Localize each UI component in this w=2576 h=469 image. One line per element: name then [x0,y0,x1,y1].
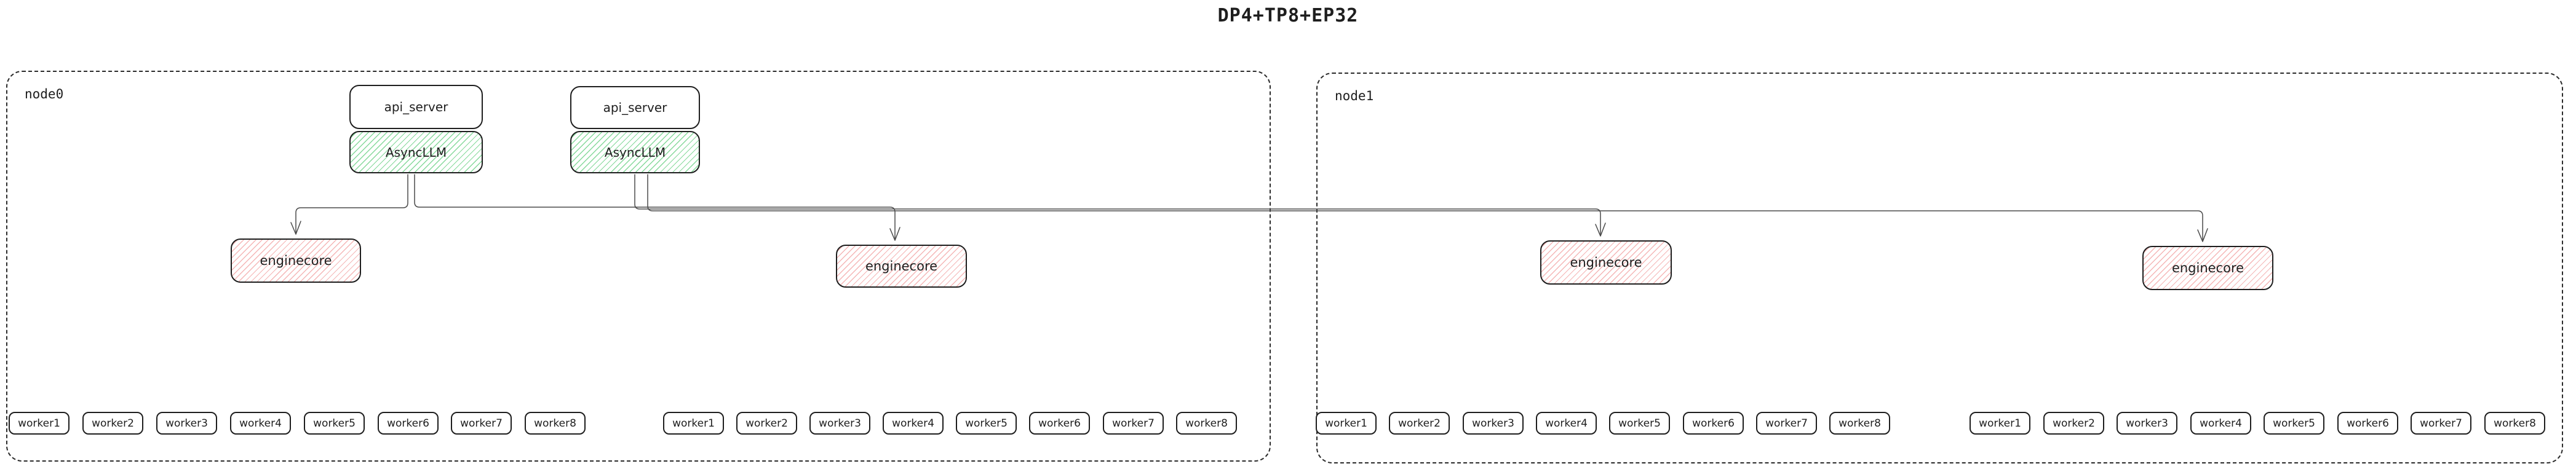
edge-llm1-ec1-arrowhead [290,221,301,235]
worker-box: worker5 [956,412,1017,435]
worker-box: worker1 [1316,412,1377,435]
asyncllm-box-1: AsyncLLM [349,131,483,173]
worker-box: worker6 [1029,412,1090,435]
worker-box: worker5 [304,412,365,435]
worker-box: worker6 [378,412,439,435]
worker-box: worker6 [2337,412,2398,435]
edge-llm1-ec2-arrowhead [889,227,900,241]
worker-box: worker3 [2117,412,2177,435]
edge-llm1-ec1 [295,174,408,234]
worker-box: worker5 [1609,412,1670,435]
worker-box: worker3 [809,412,870,435]
worker-box: worker7 [451,412,512,435]
node1-label: node1 [1335,89,1374,103]
worker-box: worker1 [9,412,70,435]
worker-box: worker4 [2190,412,2251,435]
worker-box: worker1 [1970,412,2030,435]
worker-box: worker2 [1389,412,1450,435]
worker-box: worker6 [1683,412,1744,435]
api-server-box-1: api_server [349,85,483,129]
worker-box: worker7 [1103,412,1164,435]
edge-llm1-ec2 [414,174,896,240]
diagram-title: DP4+TP8+EP32 [1217,5,1359,26]
node-box-node1: node1 [1316,73,2563,463]
enginecore-box-3: enginecore [1540,240,1672,285]
edge-llm2-ec3-arrowhead [1595,223,1606,237]
worker-box: worker3 [156,412,217,435]
edge-llm2-ec4-arrowhead [2197,228,2208,242]
worker-box: worker7 [1756,412,1817,435]
worker-box: worker8 [1176,412,1237,435]
worker-box: worker4 [1536,412,1597,435]
worker-box: worker2 [82,412,143,435]
api-server-box-2: api_server [570,86,700,129]
worker-box: worker4 [230,412,291,435]
worker-box: worker8 [1829,412,1890,435]
enginecore-box-2: enginecore [836,245,967,288]
edge-llm2-ec3 [634,174,1601,236]
node-box-node0: node0 [6,71,1271,462]
worker-box: worker8 [525,412,586,435]
asyncllm-box-2: AsyncLLM [570,131,700,173]
worker-box: worker2 [2043,412,2104,435]
worker-box: worker8 [2484,412,2545,435]
edge-llm2-ec4 [647,174,2203,242]
worker-box: worker2 [736,412,797,435]
worker-box: worker7 [2411,412,2471,435]
enginecore-box-4: enginecore [2142,246,2273,290]
worker-box: worker5 [2264,412,2324,435]
worker-box: worker1 [663,412,724,435]
worker-box: worker4 [883,412,944,435]
enginecore-box-1: enginecore [231,238,361,283]
node0-label: node0 [25,87,64,101]
worker-box: worker3 [1463,412,1524,435]
